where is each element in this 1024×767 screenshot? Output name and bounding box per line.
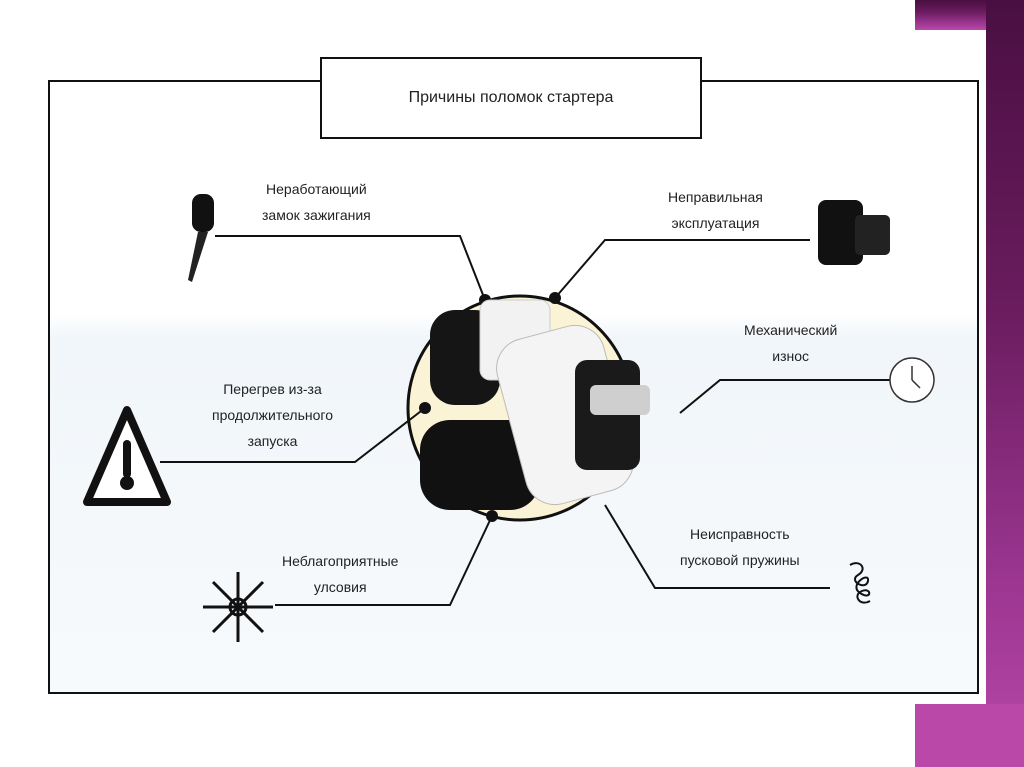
connector-misuse bbox=[554, 239, 810, 299]
label-line: эксплуатация bbox=[671, 215, 760, 231]
cause-wear: Механический износ bbox=[744, 317, 837, 369]
cause-spring: Неисправность пусковой пружины bbox=[680, 521, 800, 573]
decor-band-right bbox=[986, 0, 1024, 767]
label-line: Механический bbox=[744, 322, 838, 338]
label-line: износ bbox=[772, 348, 810, 364]
connector-dot bbox=[549, 292, 561, 304]
label-line: Неблагоприятные bbox=[282, 553, 399, 569]
connector-weather bbox=[275, 515, 493, 606]
snowflake-icon bbox=[203, 572, 273, 642]
page-title: Причины поломок стартера bbox=[320, 57, 702, 139]
label-line: пусковой пружины bbox=[680, 552, 800, 568]
spring-icon bbox=[849, 562, 871, 604]
connector-dot bbox=[486, 510, 498, 522]
starter-motor-image bbox=[420, 299, 650, 510]
starter-thumbnail-icon bbox=[818, 200, 890, 265]
label-line: продолжительного bbox=[212, 407, 333, 423]
label-line: Неисправность bbox=[690, 526, 790, 542]
connector-overheat bbox=[160, 407, 426, 463]
diagram-frame bbox=[48, 80, 979, 694]
label-line: замок зажигания bbox=[262, 207, 371, 223]
connector-spring bbox=[604, 504, 830, 589]
decor-band-bottom bbox=[915, 704, 1024, 767]
key-icon bbox=[188, 194, 214, 282]
label-line: Неработающий bbox=[266, 181, 367, 197]
cause-ignition: Неработающий замок зажигания bbox=[262, 176, 371, 228]
connector-ignition bbox=[215, 235, 486, 301]
label-line: улсовия bbox=[313, 579, 367, 595]
temperature-warning-icon bbox=[83, 406, 171, 506]
label-line: Неправильная bbox=[668, 189, 763, 205]
cause-misuse: Неправильная эксплуатация bbox=[668, 184, 763, 236]
label-line: Перегрев из-за bbox=[223, 381, 322, 397]
connector-wear bbox=[679, 379, 890, 414]
label-line: запуска bbox=[247, 433, 298, 449]
connector-dot bbox=[419, 402, 431, 414]
clock-icon bbox=[889, 357, 935, 403]
cause-overheat: Перегрев из-за продолжительного запуска bbox=[212, 376, 333, 454]
cause-weather: Неблагоприятные улсовия bbox=[282, 548, 398, 600]
